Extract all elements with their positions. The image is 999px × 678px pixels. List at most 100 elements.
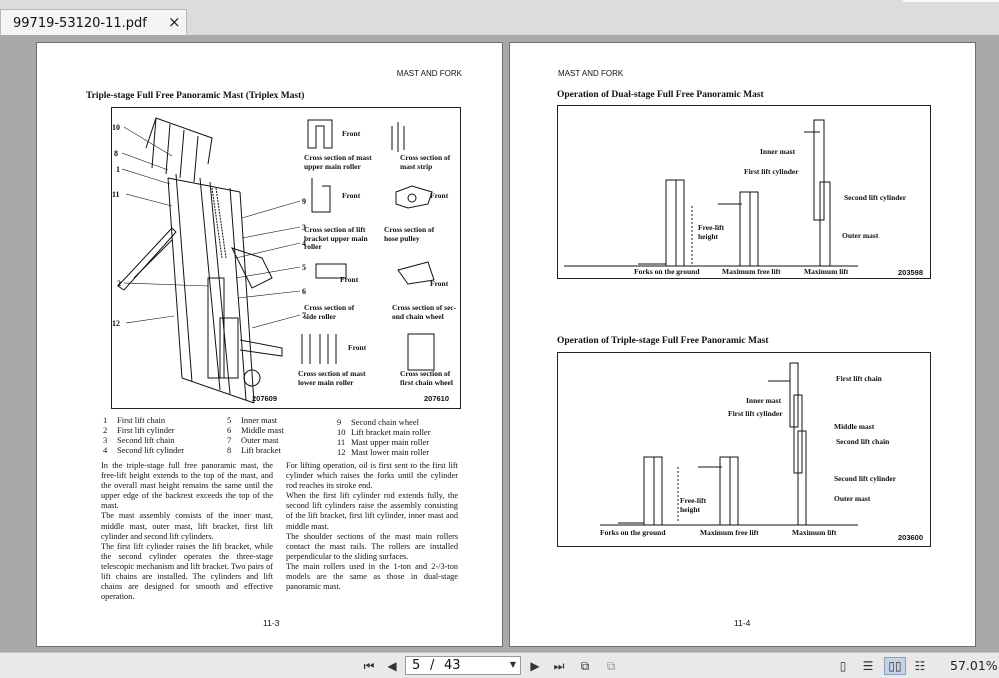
callout-5: 5 xyxy=(302,263,306,272)
mast-figure: 10 8 1 11 2 12 9 3 4 5 6 7 xyxy=(111,107,461,409)
cross-section-caption: Cross section of first chain wheel xyxy=(400,369,453,387)
callout-1: 1 xyxy=(116,165,120,174)
dual-stage-drawing xyxy=(564,119,858,267)
page-number: 11-3 xyxy=(263,618,280,628)
triple-stage-figure: First lift chain Inner mast First lift c… xyxy=(557,352,931,547)
cross-section-caption: Cross section of lift bracket upper main… xyxy=(304,225,368,251)
dual-stage-figure: Inner mast First lift cylinder Second li… xyxy=(557,105,931,279)
body-column-2: For lifting operation, oil is first sent… xyxy=(286,461,458,592)
continuous-icon[interactable]: ☰ xyxy=(862,659,874,673)
next-view-icon[interactable]: ⧉ xyxy=(606,658,616,673)
figure-number: 203600 xyxy=(898,533,924,542)
callout-6: 6 xyxy=(302,287,306,296)
window-edge xyxy=(903,0,999,2)
label-forks-on-ground: Forks on the ground xyxy=(634,267,700,276)
label-maximum-free-lift: Maximum free lift xyxy=(700,528,759,537)
label-inner-mast: Inner mast xyxy=(746,396,782,405)
tab-close-icon[interactable]: × xyxy=(168,13,181,31)
document-tab[interactable]: 99719-53120-11.pdf × xyxy=(0,9,187,35)
section-title: Triple-stage Full Free Panoramic Mast (T… xyxy=(86,91,305,101)
front-label: Front xyxy=(430,191,449,200)
cross-section-caption: Cross section of hose pulley xyxy=(384,225,435,243)
page-11-4: MAST AND FORK Operation of Dual-stage Fu… xyxy=(509,42,976,647)
tab-bar: 99719-53120-11.pdf × xyxy=(0,0,999,35)
page-header: MAST AND FORK xyxy=(396,69,462,78)
callout-10: 10 xyxy=(112,123,120,132)
figure-title-triple: Operation of Triple-stage Full Free Pano… xyxy=(557,336,769,346)
figure-number: 207609 xyxy=(252,394,278,403)
label-free-lift-height: Free-lift height xyxy=(680,496,707,514)
cross-section-caption: Cross section of side roller xyxy=(304,303,355,321)
cross-section-caption: Cross section of mast strip xyxy=(400,153,451,171)
front-label: Front xyxy=(342,191,361,200)
page-11-3: MAST AND FORK Triple-stage Full Free Pan… xyxy=(36,42,503,647)
total-pages: 43 xyxy=(444,658,461,673)
zoom-level[interactable]: 57.01% xyxy=(950,658,998,673)
current-page: 5 xyxy=(412,658,421,673)
two-page-icon[interactable]: ▯▯ xyxy=(884,657,906,675)
next-page-icon[interactable]: ▶ xyxy=(530,659,540,673)
front-label: Front xyxy=(348,343,367,352)
navigation-toolbar: ⏮ ◀ 5 / 43 ▼ ▶ ⏭ ⧉ ⧉ ▯ ☰ ▯▯ ☷ 57.01% xyxy=(0,652,999,678)
label-inner-mast: Inner mast xyxy=(760,147,796,156)
callout-9: 9 xyxy=(302,197,306,206)
cross-section-caption: Cross section of mast upper main roller xyxy=(304,153,372,171)
label-first-lift-cylinder: First lift cylinder xyxy=(744,167,799,176)
last-page-icon[interactable]: ⏭ xyxy=(553,658,565,673)
label-maximum-free-lift: Maximum free lift xyxy=(722,267,781,276)
page-separator: / xyxy=(430,658,435,673)
body-column-1: In the triple-stage full free panoramic … xyxy=(101,461,273,602)
callout-12: 12 xyxy=(112,319,120,328)
label-forks-on-ground: Forks on the ground xyxy=(600,528,666,537)
label-second-lift-chain: Second lift chain xyxy=(836,437,890,446)
tab-title: 99719-53120-11.pdf xyxy=(13,16,147,31)
page-number-select[interactable]: 5 / 43 ▼ xyxy=(405,656,521,675)
callout-2: 2 xyxy=(117,279,121,288)
callout-3: 3 xyxy=(302,223,306,232)
front-label: Front xyxy=(342,129,361,138)
document-viewport[interactable]: MAST AND FORK Triple-stage Full Free Pan… xyxy=(0,35,999,652)
label-second-lift-cylinder: Second lift cylinder xyxy=(844,193,907,202)
figure-title-dual: Operation of Dual-stage Full Free Panora… xyxy=(557,90,764,100)
label-middle-mast: Middle mast xyxy=(834,422,875,431)
callout-4: 4 xyxy=(302,239,306,248)
two-page-continuous-icon[interactable]: ☷ xyxy=(914,659,926,673)
cross-section-caption: Cross section of mast lower main roller xyxy=(298,369,366,387)
front-label: Front xyxy=(430,279,449,288)
label-maximum-lift: Maximum lift xyxy=(792,528,837,537)
page-number: 11-4 xyxy=(734,618,751,628)
callout-8: 8 xyxy=(114,149,118,158)
label-first-lift-chain: First lift chain xyxy=(836,374,882,383)
page-header: MAST AND FORK xyxy=(558,69,624,78)
figure-number: 203598 xyxy=(898,268,924,277)
label-free-lift-height: Free-lift height xyxy=(698,223,725,241)
prev-page-icon[interactable]: ◀ xyxy=(387,659,397,673)
label-outer-mast: Outer mast xyxy=(842,231,879,240)
single-page-icon[interactable]: ▯ xyxy=(839,659,847,673)
prev-view-icon[interactable]: ⧉ xyxy=(580,658,590,673)
mast-drawing: 10 8 1 11 2 12 9 3 4 5 6 7 xyxy=(112,117,435,404)
label-second-lift-cylinder: Second lift cylinder xyxy=(834,474,897,483)
callout-7: 7 xyxy=(302,311,306,320)
label-first-lift-cylinder: First lift cylinder xyxy=(728,409,783,418)
label-maximum-lift: Maximum lift xyxy=(804,267,849,276)
first-page-icon[interactable]: ⏮ xyxy=(363,658,375,673)
callout-11: 11 xyxy=(112,190,120,199)
label-outer-mast: Outer mast xyxy=(834,494,871,503)
cross-section-caption: Cross section of sec-ond chain wheel xyxy=(392,303,457,321)
chevron-down-icon[interactable]: ▼ xyxy=(509,660,516,669)
figure-number-2: 207610 xyxy=(424,394,450,403)
